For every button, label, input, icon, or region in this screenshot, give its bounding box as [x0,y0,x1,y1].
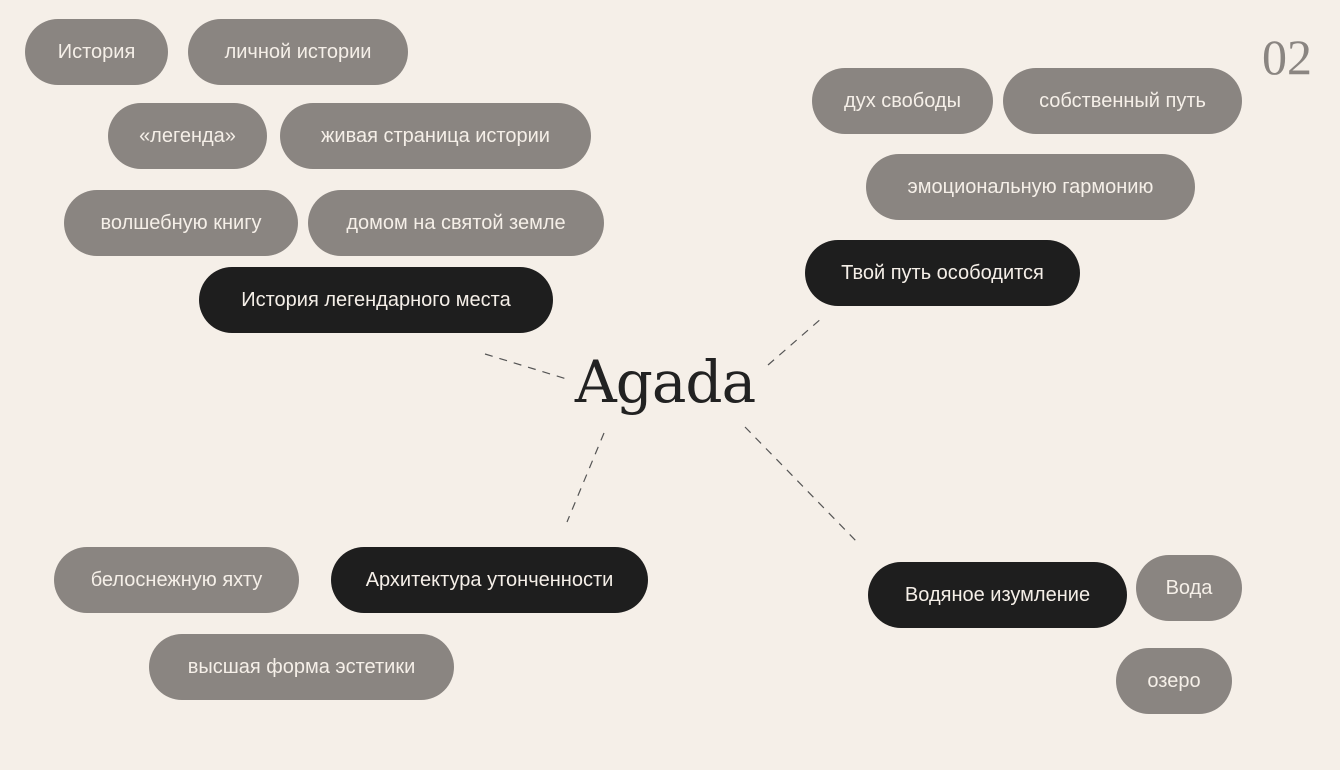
main-pill-history: История легендарного места [199,267,553,333]
keyword-pill: личной истории [188,19,408,85]
connector-water [744,426,861,546]
keyword-pill: собственный путь [1003,68,1242,134]
keyword-pill: высшая форма эстетики [149,634,454,700]
keyword-pill: эмоциональную гармонию [866,154,1195,220]
connector-history [484,353,571,381]
keyword-pill: «легенда» [108,103,267,169]
connector-architecture [566,432,605,523]
keyword-pill: белоснежную яхту [54,547,299,613]
connector-path [767,317,823,366]
keyword-pill: волшебную книгу [64,190,298,256]
keyword-pill: дух свободы [812,68,993,134]
keyword-pill: История [25,19,168,85]
keyword-pill: живая страница истории [280,103,591,169]
main-pill-water: Водяное изумление [868,562,1127,628]
keyword-pill: озеро [1116,648,1232,714]
main-pill-architecture: Архитектура утонченности [331,547,648,613]
keyword-pill: Вода [1136,555,1242,621]
keyword-pill: домом на святой земле [308,190,604,256]
main-pill-path: Твой путь осободится [805,240,1080,306]
page-number: 02 [1262,29,1312,85]
center-title: Agada [574,348,756,416]
